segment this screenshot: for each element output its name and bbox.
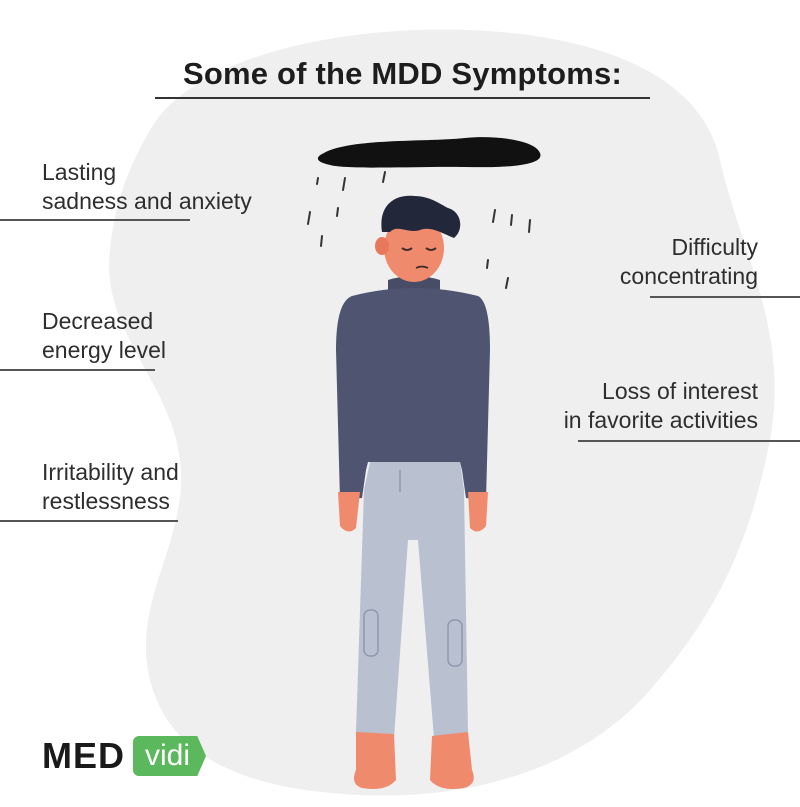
symptom-line: restlessness [42,488,170,514]
symptom-energy-level: Decreased energy level [42,307,166,365]
symptom-sadness-anxiety: Lasting sadness and anxiety [42,158,252,216]
symptom-underline [578,440,800,442]
symptom-line: Decreased [42,308,154,334]
sweater [336,288,490,500]
symptom-line: in favorite activities [563,407,758,433]
page-title: Some of the MDD Symptoms: [182,56,623,91]
face [384,214,444,282]
symptom-irritability: Irritability and restlessness [42,458,179,516]
symptom-underline [0,369,155,371]
title-underline [155,97,650,99]
pants [356,462,468,738]
symptom-line: sadness and anxiety [42,188,252,214]
symptom-loss-of-interest: Loss of interest in favorite activities [564,377,758,435]
rain-cloud-icon [317,137,541,168]
symptom-line: Lasting [42,159,117,185]
hair [381,195,461,238]
raindrops [307,171,531,289]
symptom-concentrating: Difficulty concentrating [620,233,758,291]
symptom-line: concentrating [619,263,758,289]
symptom-line: energy level [42,337,167,363]
sad-person-illustration [307,137,541,789]
symptom-underline [0,520,178,522]
symptom-line: Irritability and [42,459,179,485]
symptom-underline [0,219,190,221]
symptom-line: Loss of interest [602,378,758,404]
symptom-line: Difficulty [671,234,759,260]
symptom-underline [650,296,800,298]
logo-text-vidi: vidi [133,736,207,776]
logo-text-med: MED [42,735,125,776]
medvidi-logo: MED vidi [42,734,207,778]
